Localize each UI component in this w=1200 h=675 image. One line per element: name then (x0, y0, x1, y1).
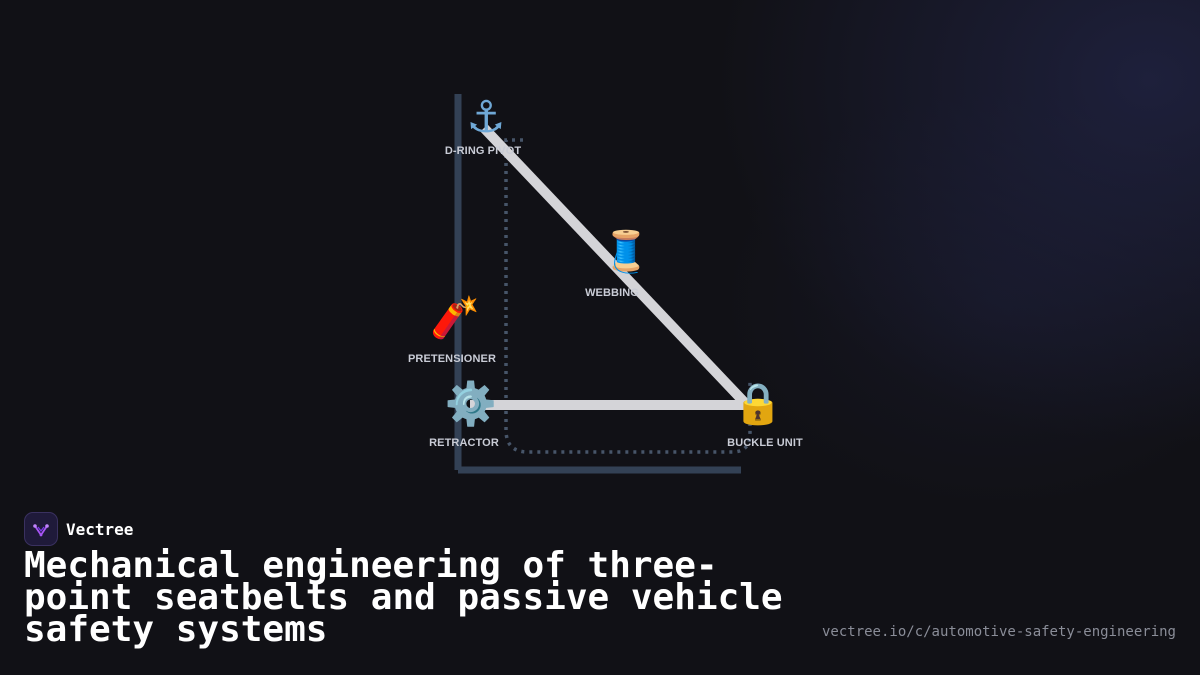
buckle-unit-label: BUCKLE UNIT (727, 437, 803, 449)
retractor-label: RETRACTOR (429, 437, 499, 449)
page-title: Mechanical engineering of three-point se… (24, 545, 783, 650)
anchor-icon: ⚓ (466, 92, 506, 143)
page-url[interactable]: vectree.io/c/automotive-safety-engineeri… (821, 624, 1176, 640)
vectree-logo-icon (24, 512, 58, 546)
firecracker-icon: 🧨 (430, 295, 480, 341)
brand: Vectree (24, 512, 133, 546)
brand-name: Vectree (66, 519, 134, 539)
webbing-label: WEBBING (585, 287, 639, 299)
shoulder-belt (480, 124, 750, 408)
thread-spool-icon: 🧵 (601, 229, 651, 275)
pretensioner-label: PRETENSIONER (408, 353, 496, 365)
d-ring-pivot-label: D-RING PIVOT (444, 145, 522, 157)
lock-icon: 🔒 (733, 381, 783, 427)
gear-icon: ⚙️ (444, 379, 498, 428)
